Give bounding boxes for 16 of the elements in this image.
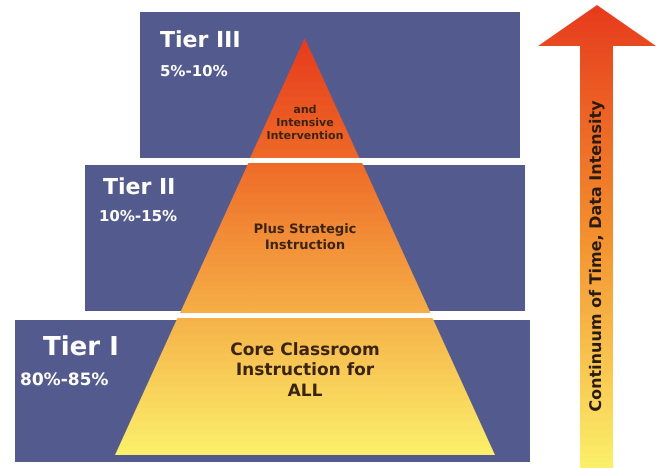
tier-band: [15, 320, 530, 462]
pyramid-segment: [115, 318, 495, 455]
tier-description: Plus Strategic Instruction: [252, 222, 358, 254]
tier-band: [140, 12, 520, 158]
tier-percentage: 10%-15%: [99, 207, 178, 225]
tier-description: and Intensive Intervention: [266, 103, 344, 143]
tier-band: [85, 165, 525, 311]
tier-title: Tier III: [160, 28, 241, 53]
tier-description: Core Classroom Instruction for ALL: [230, 340, 380, 402]
tier-percentage: 5%-10%: [160, 62, 228, 80]
tier-percentage: 80%-85%: [20, 370, 108, 390]
tier-title: Tier I: [43, 332, 119, 362]
axis-caption: Continuum of Time, Data Intensity: [585, 99, 606, 414]
pyramid-segment: [250, 38, 360, 158]
tier-title: Tier II: [103, 175, 176, 200]
pyramid-segment: [180, 163, 430, 313]
